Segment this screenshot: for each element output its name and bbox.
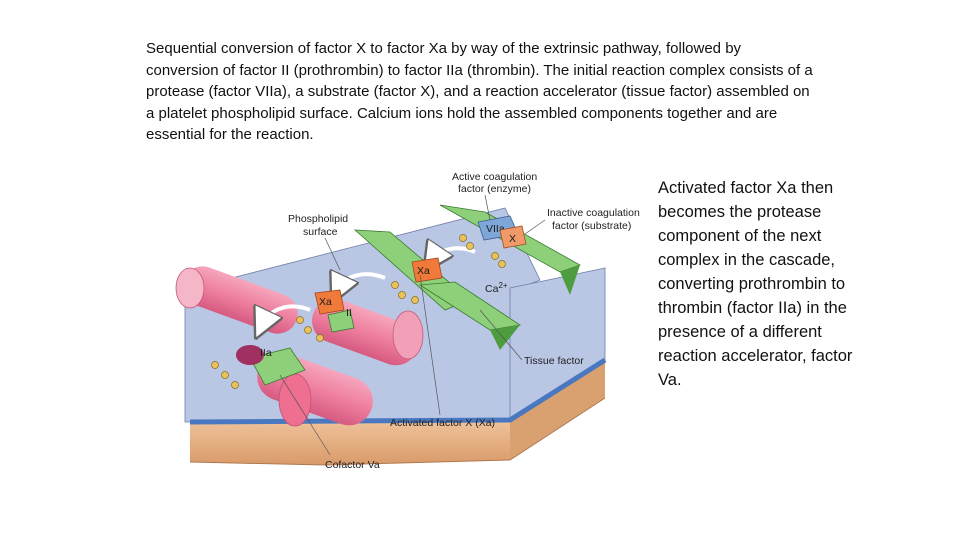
label-cofactor-va: Cofactor Va	[325, 459, 380, 471]
leader-lines	[279, 194, 546, 456]
ca-ion	[491, 252, 499, 260]
ca-ion	[498, 260, 506, 268]
ca-ion	[316, 334, 324, 342]
ca-ion	[391, 281, 399, 289]
cylinder-back-end	[175, 267, 205, 309]
label-calcium-charge: 2+	[498, 281, 507, 290]
label-active-enzyme-2: factor (enzyme)	[458, 183, 531, 195]
iia-shape	[236, 345, 264, 365]
label-active-enzyme-1: Active coagulation	[452, 171, 537, 183]
ca-ion	[231, 381, 239, 389]
calcium-ions	[211, 234, 506, 389]
caption-text: Sequential conversion of factor X to fac…	[146, 40, 813, 143]
membrane-bottom-edge	[189, 397, 606, 466]
xa-center-shape	[411, 257, 443, 283]
membrane-front-face	[190, 420, 510, 465]
ii-shape	[327, 309, 355, 333]
ii-label: II	[346, 307, 352, 319]
ca-ion	[296, 316, 304, 324]
tissue-factor-strips	[353, 204, 581, 350]
arrow-ii-to-iia	[262, 306, 311, 325]
reaction-arrows	[262, 248, 476, 325]
membrane-right-face	[510, 360, 605, 460]
arrow-x-to-xa	[432, 248, 476, 260]
label-calcium: Ca2+	[485, 281, 508, 295]
xa-left-label: Xa	[319, 296, 332, 308]
xa-center-label: Xa	[417, 265, 430, 277]
cylinder-front-end	[278, 373, 312, 427]
label-inactive-substrate-2: factor (substrate)	[552, 220, 631, 232]
leader-phospholipid	[324, 237, 341, 271]
label-phospholipid-1: Phospholipid	[288, 213, 348, 225]
ca-ion	[221, 371, 229, 379]
arrow-xa-transfer	[338, 274, 386, 290]
enzyme-xa-left: Xa	[314, 289, 345, 315]
leader-inactive-substrate	[524, 219, 546, 235]
x-shape	[499, 225, 527, 249]
ca-ion	[466, 242, 474, 250]
ca-ion	[211, 361, 219, 369]
substrate-ii: II	[327, 307, 355, 333]
ca-ion	[459, 234, 467, 242]
leader-tissue-factor	[479, 309, 523, 361]
substrate-x: X	[499, 225, 527, 249]
iia-label: IIa	[260, 347, 272, 359]
coagulation-diagram: VIIa X Xa Xa II IIa	[175, 171, 640, 471]
leader-activated-x	[419, 274, 441, 416]
enzyme-xa-center: Xa	[411, 257, 443, 283]
label-phospholipid-2: surface	[303, 226, 338, 238]
cofactor-va-block	[249, 347, 306, 386]
ca-ion	[398, 291, 406, 299]
label-tissue-factor: Tissue factor	[524, 355, 584, 367]
ca-ion	[304, 326, 312, 334]
side-description-text: Activated factor Xa then becomes the pro…	[658, 179, 853, 389]
leader-cofactor-va	[279, 374, 331, 456]
xa-left-shape	[314, 289, 345, 315]
product-iia: IIa	[236, 345, 272, 365]
cylinder-mid-end	[392, 310, 424, 360]
label-activated-factor-x: Activated factor X (Xa)	[390, 417, 495, 429]
x-label: X	[509, 233, 516, 245]
tissue-factor-fin-back	[560, 265, 580, 295]
ca-ion	[411, 296, 419, 304]
leader-active-enzyme	[484, 194, 491, 221]
label-inactive-substrate-1: Inactive coagulation	[547, 207, 640, 219]
